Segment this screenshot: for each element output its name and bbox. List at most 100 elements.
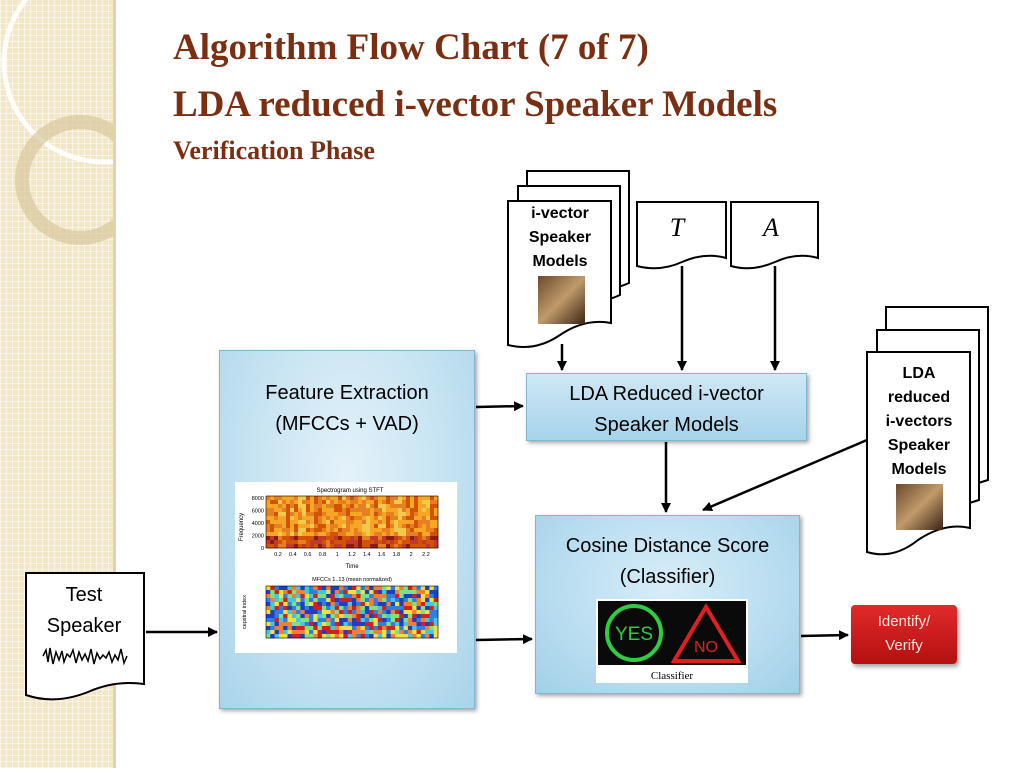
spectrogram-cell — [434, 536, 439, 541]
mfcc-cell — [304, 586, 310, 591]
spectrogram-cell — [278, 540, 283, 545]
mfcc-cell — [403, 586, 409, 591]
spectrogram-cell — [342, 536, 347, 541]
spectrogram-xtick: 1.2 — [348, 552, 356, 558]
spectrogram-cell — [334, 496, 339, 501]
mfcc-cell — [300, 618, 305, 623]
mfcc-cell — [412, 594, 417, 599]
spectrogram-cell — [318, 544, 323, 549]
spectrogram-cell — [374, 500, 379, 505]
spectrogram-cell — [266, 496, 271, 501]
mfcc-cell — [407, 622, 413, 627]
spectrogram-cell — [314, 536, 319, 541]
mfcc-cell — [403, 626, 409, 631]
spectrogram-cell — [426, 504, 431, 509]
spectrogram-cell — [414, 508, 419, 513]
spectrogram-cell — [294, 508, 299, 513]
mfcc-cell — [317, 618, 323, 623]
spectrogram-cell — [286, 536, 291, 541]
mfcc-cell — [360, 602, 366, 607]
spectrogram-xtick: 1 — [336, 552, 339, 558]
mfcc-cell — [287, 590, 293, 595]
mfcc-cell — [420, 622, 426, 627]
mfcc-cell — [382, 634, 387, 639]
mfcc-cell — [416, 618, 422, 623]
mfcc-cell — [266, 594, 271, 599]
spectrogram-cell — [326, 512, 331, 517]
spectrogram-xtick: 2 — [410, 552, 413, 558]
mfcc-cell — [395, 598, 400, 603]
spectrogram-cell — [314, 528, 319, 533]
mfcc-cell — [287, 586, 293, 591]
spectrogram-cell — [394, 532, 399, 537]
mfcc-cell — [356, 630, 361, 635]
page-subtitle: LDA reduced i-vector Speaker Models — [173, 84, 778, 125]
mfcc-cell — [364, 630, 370, 635]
spectrogram-cell — [426, 512, 431, 517]
spectrogram-cell — [414, 540, 419, 545]
mfcc-cell — [373, 634, 379, 639]
spectrogram-cell — [410, 528, 415, 533]
spectrogram-cell — [318, 516, 323, 521]
mfcc-cell — [369, 610, 374, 615]
mfcc-cell — [352, 618, 357, 623]
spectrogram-cell — [366, 536, 371, 541]
mfcc-cell — [313, 618, 318, 623]
mfcc-cell — [386, 602, 391, 607]
mfcc-cell — [266, 586, 271, 591]
mfcc-cell — [399, 634, 404, 639]
mfcc-cell — [330, 630, 336, 635]
spectrogram-cell — [286, 524, 291, 529]
mfcc-cell — [390, 586, 396, 591]
spectrogram-cell — [266, 508, 271, 513]
spectrogram-cell — [398, 516, 403, 521]
spectrogram-cell — [342, 496, 347, 501]
mfcc-cell — [296, 602, 301, 607]
mfcc-cell — [300, 634, 305, 639]
mfcc-cell — [399, 622, 404, 627]
spectrogram-cell — [374, 536, 379, 541]
mfcc-cell — [330, 586, 336, 591]
mfcc-cell — [326, 606, 331, 611]
mfcc-cell — [425, 594, 430, 599]
spectrogram-cell — [358, 528, 363, 533]
mfcc-cell — [416, 614, 422, 619]
mfcc-cell — [395, 602, 400, 607]
mfcc-cell — [407, 590, 413, 595]
spectrogram-cell — [314, 512, 319, 517]
mfcc-cell — [373, 606, 379, 611]
mfcc-cell — [377, 602, 383, 607]
mfcc-cell — [356, 622, 361, 627]
spectrogram-xtick: 0.4 — [289, 552, 297, 558]
mfcc-cell — [425, 598, 430, 603]
mfcc-cell — [347, 602, 353, 607]
spectrogram-cell — [402, 500, 407, 505]
spectrogram-cell — [418, 532, 423, 537]
mfcc-cell — [287, 618, 293, 623]
spectrogram-cell — [286, 520, 291, 525]
mfcc-cell — [425, 610, 430, 615]
spectrogram-ytick: 8000 — [252, 496, 264, 502]
spectrogram-cell — [278, 508, 283, 513]
spectrogram-cell — [430, 524, 435, 529]
spectrogram-cell — [302, 532, 307, 537]
mfcc-cell — [291, 602, 297, 607]
mfcc-cell — [283, 634, 288, 639]
spectrogram-cell — [290, 512, 295, 517]
mfcc-cell — [433, 614, 439, 619]
spectrogram-xtick: 1.8 — [393, 552, 401, 558]
spectrogram-cell — [330, 544, 335, 549]
mfcc-cell — [420, 614, 426, 619]
mfcc-cell — [343, 598, 348, 603]
spectrogram-cell — [390, 532, 395, 537]
spectrogram-cell — [362, 540, 367, 545]
spectrogram-cell — [410, 520, 415, 525]
mfcc-cell — [416, 630, 422, 635]
mfcc-cell — [309, 610, 314, 615]
mfcc-cell — [377, 614, 383, 619]
lda-models-doc-stack — [866, 306, 989, 556]
mfcc-cell — [412, 610, 417, 615]
spectrogram-cell — [370, 536, 375, 541]
spectrogram-cell — [378, 544, 383, 549]
